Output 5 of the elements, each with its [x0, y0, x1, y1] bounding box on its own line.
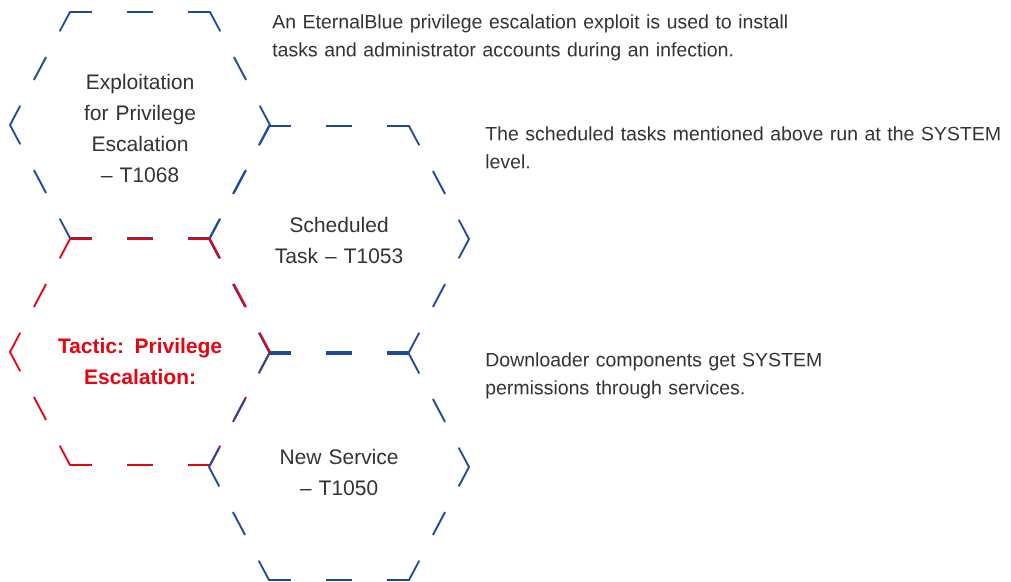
- description-text: The scheduled tasks mentioned above run at the SYSTEM level.: [485, 126, 1000, 169]
- hexagon: Exploitation for Privilege Escalation – T1068: [8, 11, 272, 239]
- description-text: An EternalBlue privilege escalation exploit is used to install tasks and administrator accounts during an infection.: [272, 14, 787, 61]
- description-text: Downloader components get SYSTEM permissions through services.: [486, 352, 821, 399]
- hexagon: Tactic: Privilege Escalation:: [8, 238, 272, 466]
